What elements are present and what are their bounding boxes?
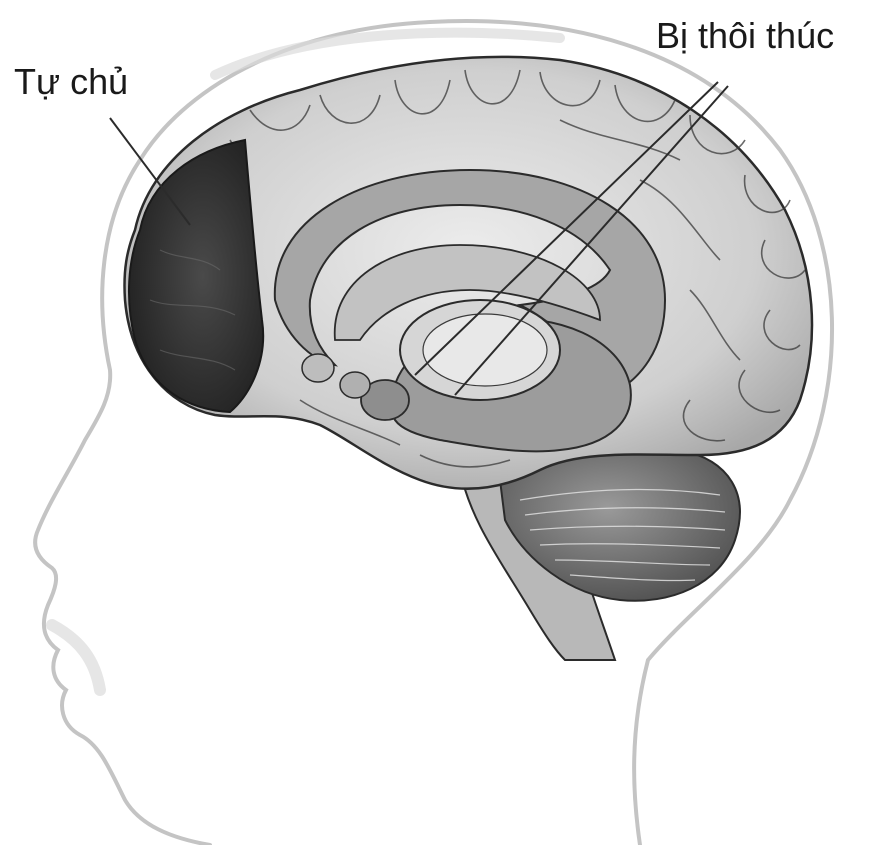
label-self-control: Tự chủ [14, 64, 128, 100]
prefrontal-cortex [129, 140, 263, 412]
chin-shading [52, 625, 100, 690]
olfactory-bulb-2 [340, 372, 370, 398]
olfactory-bulb-1 [302, 354, 334, 382]
label-impulse: Bị thôi thúc [656, 18, 834, 54]
